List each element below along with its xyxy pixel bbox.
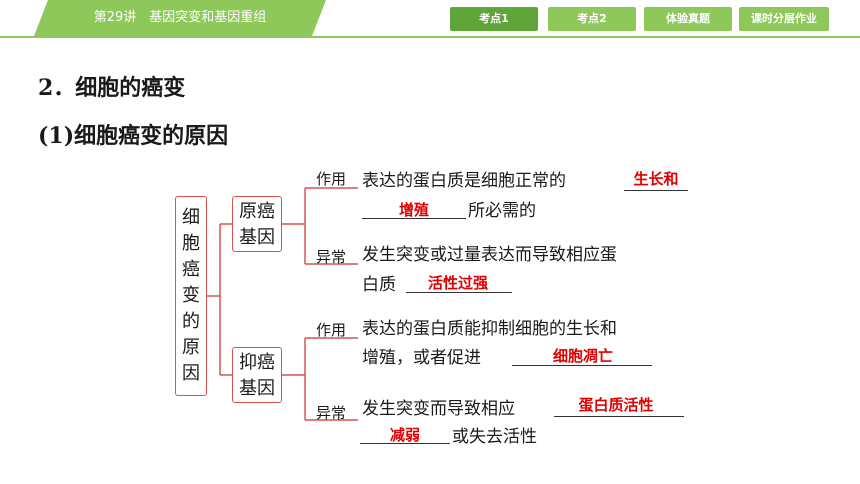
header-divider [0, 36, 860, 38]
tumor-suppressor-node: 抑癌 基因 [232, 347, 282, 403]
proto-abnormal-label: 异常 [316, 248, 347, 266]
section-title: 2．细胞的癌变 [38, 75, 186, 101]
proto-role-text-b: 所必需的 [468, 201, 536, 221]
root-char: 胞 [182, 233, 200, 254]
suppressor-abnormal-text-a: 发生突变而导致相应 [362, 399, 515, 419]
suppressor-role-text-a: 表达的蛋白质能抑制细胞的生长和 [362, 319, 617, 339]
suppressor-role-label: 作用 [316, 321, 347, 339]
proto-role-text-a: 表达的蛋白质是细胞正常的 [362, 171, 566, 191]
proto-abnormal-answer: 活性过强 [427, 274, 488, 292]
proto-role-answer-part2: 增殖 [398, 201, 429, 219]
root-char: 癌 [182, 259, 200, 280]
suppressor-abnormal-text-b: 或失去活性 [452, 427, 537, 447]
answer-underline [406, 292, 512, 293]
tab-kaodian-1[interactable]: 考点1 [450, 7, 538, 31]
section-subtitle: (1)细胞癌变的原因 [38, 123, 229, 149]
suppressor-label-line2: 基因 [239, 378, 275, 399]
answer-underline [360, 443, 450, 444]
proto-abnormal-text-b: 白质 [362, 275, 396, 295]
suppressor-abnormal-label: 异常 [316, 404, 347, 422]
root-char: 细 [182, 207, 200, 228]
root-node-cancer-cause: 细 胞 癌 变 的 原 因 [175, 196, 207, 396]
suppressor-abnormal-answer-part1: 蛋白质活性 [578, 396, 654, 414]
suppressor-abnormal-answer-part2: 减弱 [389, 426, 420, 444]
answer-underline [362, 218, 466, 219]
root-char: 因 [182, 363, 200, 384]
lesson-title: 第29讲 基因突变和基因重组 [93, 10, 267, 25]
suppressor-label-line1: 抑癌 [239, 352, 275, 373]
proto-oncogene-label-line1: 原癌 [239, 201, 275, 222]
proto-role-label: 作用 [316, 170, 347, 188]
root-char: 变 [182, 285, 200, 306]
root-char: 原 [182, 337, 200, 358]
proto-oncogene-label-line2: 基因 [239, 227, 275, 248]
top-navigation-bar: 第29讲 基因突变和基因重组 考点1 考点2 体验真题 课时分层作业 [0, 0, 860, 38]
suppressor-role-text-b: 增殖，或者促进 [362, 348, 481, 368]
answer-underline [554, 416, 684, 417]
proto-oncogene-node: 原癌 基因 [232, 196, 282, 252]
proto-role-answer-part1: 生长和 [633, 170, 679, 188]
tab-kaodian-2[interactable]: 考点2 [548, 7, 636, 31]
lesson-title-tab[interactable]: 第29讲 基因突变和基因重组 [34, 0, 326, 36]
proto-abnormal-text-a: 发生突变或过量表达而导致相应蛋 [362, 245, 617, 265]
tab-real-exam[interactable]: 体验真题 [644, 7, 732, 31]
answer-underline [624, 190, 688, 191]
suppressor-role-answer: 细胞凋亡 [552, 347, 613, 365]
answer-underline [512, 365, 652, 366]
root-char: 的 [182, 311, 200, 332]
tab-homework[interactable]: 课时分层作业 [739, 7, 829, 31]
